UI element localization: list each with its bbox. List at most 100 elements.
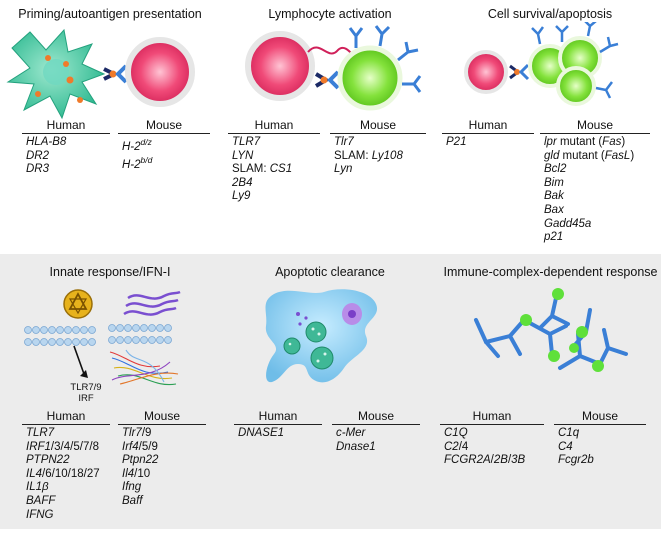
panel-apoptotic-clearance: Apoptotic clearance Human DNASE1 Mouse c… xyxy=(220,258,440,529)
gene-text: 8 xyxy=(92,440,99,453)
apoptosis-illustration xyxy=(464,22,619,106)
column-header-mouse: Mouse xyxy=(332,409,420,425)
gene-entry: IL4/6/10/18/27 xyxy=(26,468,110,482)
column-header-mouse: Mouse xyxy=(554,409,646,425)
gene-entry: C1Q xyxy=(444,427,544,441)
gene-entry: 2B4 xyxy=(232,177,320,191)
gene-entry: C2/4 xyxy=(444,441,544,455)
gene-text: Ifng xyxy=(122,481,142,494)
panel-title: Innate response/IFN-I xyxy=(49,265,171,279)
gene-text: TLR7 xyxy=(232,136,261,148)
lymphocyte-activation-illustration xyxy=(245,25,422,111)
gene-entry: LYN xyxy=(232,150,320,164)
gene-text: Ly108 xyxy=(371,149,403,162)
gene-entry: SLAM: Ly108 xyxy=(334,150,426,164)
gene-text: IL4 xyxy=(26,467,42,480)
gene-text: DNASE1 xyxy=(238,427,285,439)
gene-text: LYN xyxy=(232,149,254,162)
b-cell xyxy=(337,45,403,111)
column-header-mouse: Mouse xyxy=(330,118,426,134)
membrane xyxy=(24,324,172,346)
gene-text: Lyn xyxy=(334,163,353,176)
gene-text: Bim xyxy=(544,176,564,189)
gene-text: Irf4 xyxy=(122,440,139,453)
gene-text: / xyxy=(83,467,87,480)
gene-entry: Ly9 xyxy=(232,190,320,204)
gene-text: 5 xyxy=(141,440,149,453)
gene-text: 10 xyxy=(137,467,151,480)
gene-text: / xyxy=(148,440,152,453)
gene-text: Il4 xyxy=(122,467,135,480)
gene-text: / xyxy=(490,454,494,467)
gene-text: CS1 xyxy=(269,163,293,176)
gene-text: Bak xyxy=(544,190,564,203)
gene-text: / xyxy=(42,467,46,480)
innate-response-illustration xyxy=(24,289,181,386)
t-cell xyxy=(125,37,195,107)
column-header-mouse: Mouse xyxy=(540,118,650,134)
gene-entry: TLR7 xyxy=(232,136,320,150)
gene-entry: H-2b/d xyxy=(122,154,210,172)
gene-text: TLR7 xyxy=(26,427,55,439)
immune-complex-illustration xyxy=(474,288,628,372)
gene-text: Ptpn22 xyxy=(122,454,159,467)
gene-text: / xyxy=(60,440,64,453)
panel-title: Priming/autoantigen presentation xyxy=(18,7,202,21)
gene-text: Baff xyxy=(122,494,143,507)
gene-text: p21 xyxy=(544,231,564,244)
gene-text: C2 xyxy=(444,440,459,453)
gene-text: H-2 xyxy=(122,159,141,172)
gene-text: / xyxy=(507,454,512,467)
gene-text: Ly9 xyxy=(232,190,251,203)
gene-text: 10 xyxy=(54,467,68,480)
gene-text: 4 xyxy=(461,440,469,453)
column-header-human: Human xyxy=(440,409,544,425)
gene-text: Tlr7 xyxy=(122,427,142,439)
column-header-human: Human xyxy=(234,409,322,425)
gene-text: DR2 xyxy=(26,149,50,162)
panel-title: Immune-complex-dependent response xyxy=(443,265,658,279)
gene-entry: HLA-B8 xyxy=(26,136,110,150)
gene-entry: c-Mer xyxy=(336,427,420,441)
gene-text: 2B4 xyxy=(232,176,253,189)
gene-text: Dnase1 xyxy=(336,440,376,453)
gene-text: C4 xyxy=(558,440,573,453)
gene-text: / xyxy=(138,440,142,453)
gene-entry: DR3 xyxy=(26,163,110,177)
gene-text: P21 xyxy=(446,136,467,148)
gene-text: PTPN22 xyxy=(26,454,70,467)
gene-text: 6 xyxy=(45,467,52,480)
gene-text: BAFF xyxy=(26,494,56,507)
gene-entry: FCGR2A/2B/3B xyxy=(444,454,544,468)
gene-text: 3B xyxy=(511,454,526,467)
gene-text: d/z xyxy=(140,137,152,147)
gene-entry: Baff xyxy=(122,495,206,509)
gene-text: / xyxy=(79,440,83,453)
gene-entry: Gadd45a xyxy=(544,218,650,232)
gene-text: / xyxy=(89,440,93,453)
panel-priming: Priming/autoantigen presentation Human H… xyxy=(0,0,220,250)
gene-entry: Bcl2 xyxy=(544,163,650,177)
engulfed-apoptotic-cell xyxy=(283,321,334,370)
gene-text: Bcl2 xyxy=(544,163,567,176)
gene-entry: lpr mutant (Fas) xyxy=(544,136,650,150)
gene-entry: H-2d/z xyxy=(122,136,210,154)
gene-text: C1q xyxy=(558,427,580,439)
gene-entry: C1q xyxy=(558,427,646,441)
gene-entry: DNASE1 xyxy=(238,427,322,441)
gene-text: 3 xyxy=(54,440,61,453)
t-cell xyxy=(245,31,315,101)
gene-text: 27 xyxy=(86,467,100,480)
gene-text: mutant ( xyxy=(556,136,603,148)
gene-text: lpr xyxy=(544,136,557,148)
gene-entry: Ptpn22 xyxy=(122,454,206,468)
gene-text: DR3 xyxy=(26,163,50,176)
